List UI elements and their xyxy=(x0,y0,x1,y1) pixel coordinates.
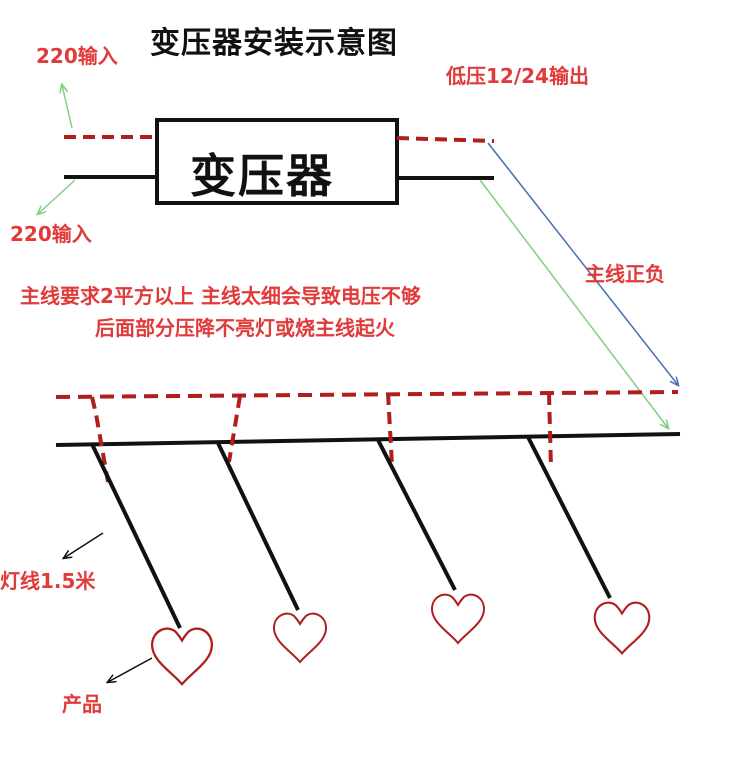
output-label: 低压12/24输出 xyxy=(446,64,589,88)
product-label: 产品 xyxy=(62,692,102,716)
input-top-label: 220输入 xyxy=(36,44,118,68)
transformer-box xyxy=(155,118,399,205)
note-line-2: 后面部分压降不亮灯或烧主线起火 xyxy=(95,316,395,340)
lamp-wire xyxy=(90,443,182,629)
main-line-polarity-label: 主线正负 xyxy=(585,262,665,286)
heart-icon xyxy=(430,593,486,645)
output-wire-dashed xyxy=(396,136,495,143)
output-to-main-blue-arrow xyxy=(487,142,678,385)
lamp-wire xyxy=(376,439,457,591)
input-bottom-label: 220输入 xyxy=(10,222,92,246)
branch-dashed xyxy=(227,395,242,463)
heart-icon xyxy=(150,627,214,687)
lamp-wire-label: 灯线1.5米 xyxy=(0,569,96,593)
output-to-main-green-arrow xyxy=(479,179,668,428)
note-line-1: 主线要求2平方以上 主线太细会导致电压不够 xyxy=(20,284,421,308)
lamp-wire xyxy=(526,436,612,599)
diagram-title: 变压器安装示意图 xyxy=(150,26,398,61)
branch-dashed xyxy=(547,392,553,469)
branch-dashed xyxy=(90,396,110,483)
heart-icon xyxy=(272,612,328,664)
lamp-wire-arrow xyxy=(64,532,104,558)
input-bottom-arrow xyxy=(38,179,76,214)
product-arrow xyxy=(108,657,153,682)
heart-icon xyxy=(593,601,651,656)
main-line-dashed xyxy=(55,390,679,399)
main-line-solid xyxy=(55,432,681,447)
branch-dashed xyxy=(386,392,394,466)
lamp-wire xyxy=(216,442,300,611)
input-top-arrow xyxy=(62,85,73,129)
transformer-label: 变压器 xyxy=(190,149,334,203)
